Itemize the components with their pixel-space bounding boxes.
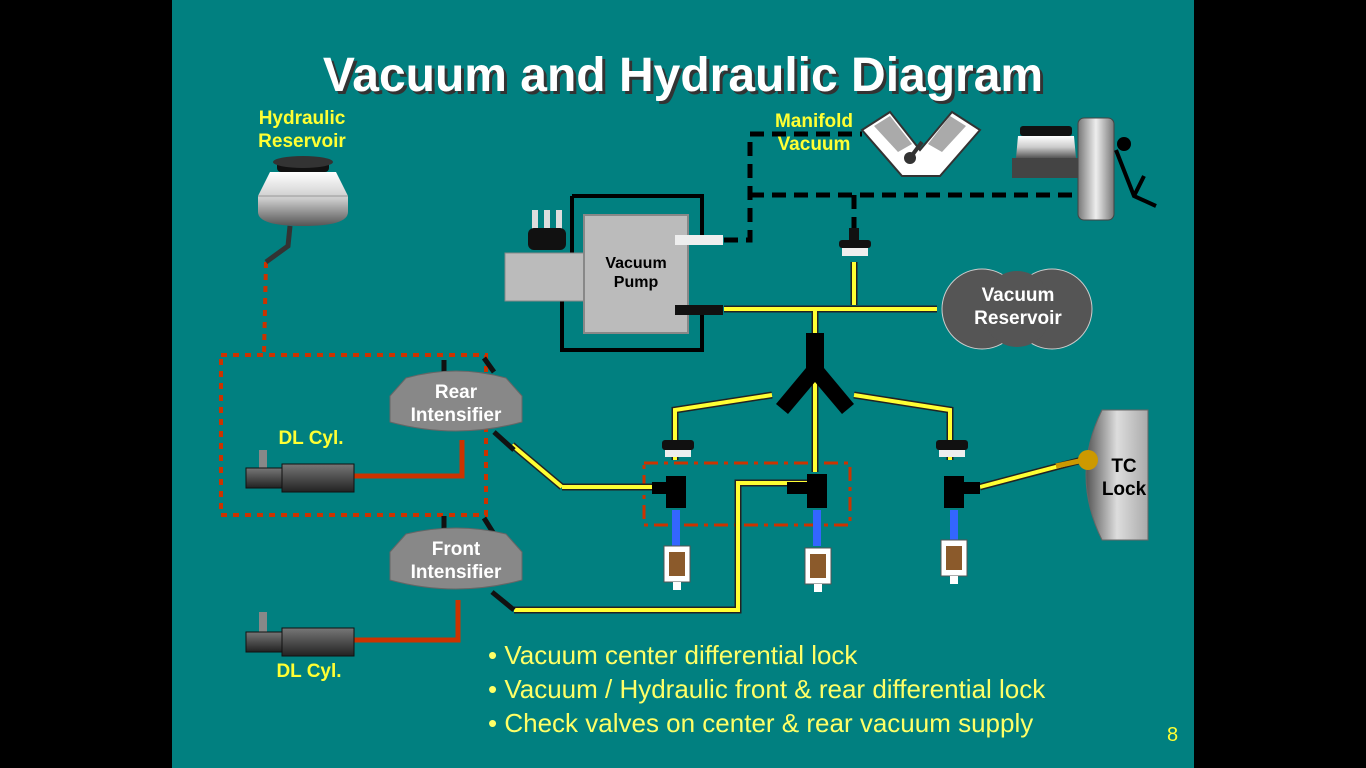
dl-cyl-rear-label: DL Cyl. (278, 428, 344, 449)
engine-manifold-icon (860, 110, 982, 177)
vacuum-reservoir-label: Vacuum Reservoir (958, 285, 1078, 331)
vacuum-reservoir-label-line1: Vacuum (981, 285, 1055, 306)
dl-cylinder-front (245, 612, 355, 657)
hydraulic-reservoir-label: Hydraulic Reservoir (252, 108, 352, 154)
dl-cylinder-rear (245, 450, 355, 493)
brake-booster-icon (1012, 117, 1157, 221)
bullet-item: • Vacuum center differential lock (488, 640, 858, 670)
hydraulic-reservoir-label-line2: Reservoir (258, 130, 346, 152)
bullet-list: • Vacuum center differential lock • Vacu… (488, 638, 1045, 740)
slide-title: Vacuum and Hydraulic Diagram (322, 49, 1044, 102)
front-intensifier-label: Front Intensifier (396, 539, 516, 585)
front-intensifier-label-line1: Front (431, 539, 481, 560)
check-valve-manifold (839, 228, 871, 256)
check-valve-tc (936, 440, 968, 457)
tc-lock-label-line1: TC (1111, 456, 1137, 477)
diagram-canvas (219, 110, 1157, 657)
vacuum-pump-label-line1: Vacuum (605, 255, 667, 272)
solenoid-tc (944, 476, 980, 508)
manifold-vacuum-label: Manifold Vacuum (764, 111, 864, 157)
vacuum-reservoir-label-line2: Reservoir (974, 307, 1062, 329)
tc-lock-label: TC Lock (1094, 456, 1154, 502)
vacuum-pump-label: Vacuum Pump (586, 254, 686, 292)
vacuum-pump-label-line2: Pump (613, 274, 659, 292)
hydraulic-reservoir-icon (258, 156, 348, 265)
check-valve-rear (662, 440, 694, 457)
dl-cyl-front-label: DL Cyl. (276, 661, 342, 682)
tc-lock-icon (1055, 409, 1149, 541)
y-splitter (776, 333, 854, 414)
rear-intensifier-label: Rear Intensifier (396, 382, 516, 428)
solenoid-center (787, 474, 827, 508)
slide: Vacuum and Hydraulic Diagram (172, 0, 1194, 768)
manifold-vacuum-label-line2: Vacuum (777, 133, 851, 155)
manifold-vacuum-label-line1: Manifold (774, 111, 854, 132)
hydraulic-lines (219, 261, 488, 517)
bullet-item: • Vacuum / Hydraulic front & rear differ… (488, 674, 1046, 704)
hydraulic-solid-lines (354, 440, 465, 643)
front-intensifier-label-line2: Intensifier (410, 561, 502, 583)
bullet-item: • Check valves on center & rear vacuum s… (488, 708, 1034, 738)
solenoid-rear (652, 476, 686, 508)
filters (663, 510, 968, 592)
rear-intensifier-label-line1: Rear (434, 382, 478, 403)
rear-intensifier-icon (389, 356, 523, 452)
vacuum-reservoir-icon (941, 268, 1093, 350)
page-number: 8 (1167, 724, 1179, 746)
hydraulic-reservoir-label-line1: Hydraulic (258, 108, 346, 129)
vacuum-pump-icon (504, 194, 723, 352)
check-valve-bracket (642, 461, 852, 527)
front-intensifier-icon (389, 516, 523, 612)
tc-lock-label-line2: Lock (1101, 478, 1147, 500)
rear-intensifier-label-line2: Intensifier (410, 404, 502, 426)
